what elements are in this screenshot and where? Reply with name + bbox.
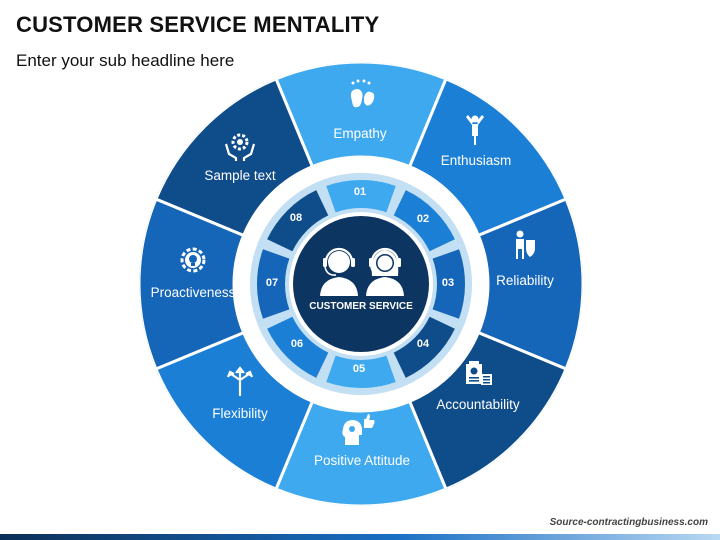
number-tab-04: [393, 316, 455, 378]
bottom-accent-bar: [0, 534, 720, 540]
split-arrows-icon: [226, 366, 254, 396]
report-chart-icon: [466, 361, 492, 385]
segment-number-04: 04: [417, 338, 430, 350]
segment-number-05: 05: [353, 363, 365, 375]
number-tab-01: [326, 180, 396, 213]
segment-number-01: 01: [354, 186, 366, 198]
person-with-shield-icon: [516, 230, 535, 259]
person-raising-arms-icon: [466, 115, 484, 145]
gear-hands-icon: [224, 133, 256, 161]
number-tab-08: [267, 190, 329, 252]
number-ring: [256, 180, 465, 389]
segment-number-03: 03: [442, 277, 454, 289]
segment-label-positive-attitude: Positive Attitude: [314, 453, 410, 468]
empathy-icon: [350, 79, 375, 108]
center-label: CUSTOMER SERVICE: [309, 301, 413, 312]
segment-label-empathy: Empathy: [333, 126, 387, 141]
center-label-bg: [312, 298, 410, 312]
segment-number-08: 08: [290, 212, 302, 224]
number-tab-06: [267, 316, 329, 378]
number-tab-02: [393, 190, 455, 252]
segment-number-02: 02: [417, 213, 429, 225]
segment-label-accountability: Accountability: [436, 397, 520, 412]
segment-label-flexibility: Flexibility: [212, 406, 268, 421]
gear-bulb-icon: [180, 247, 206, 273]
customer-service-agents-icon: [320, 247, 404, 296]
segment-label-enthusiasm: Enthusiasm: [441, 153, 512, 168]
segment-label-proactiveness: Proactiveness: [151, 285, 236, 300]
segment-number-06: 06: [291, 338, 303, 350]
number-tab-07: [256, 249, 290, 319]
segment-label-reliability: Reliability: [496, 273, 554, 288]
page-subtitle: Enter your sub headline here: [16, 51, 235, 70]
number-tab-05: [326, 355, 396, 389]
number-tab-03: [432, 249, 465, 319]
source-footer: Source-contractingbusiness.com: [549, 517, 708, 528]
segment-number-07: 07: [266, 277, 278, 289]
segment-label-sample-text: Sample text: [204, 168, 276, 183]
head-thumbs-up-icon: [342, 414, 375, 445]
center-circle: [293, 216, 429, 352]
page-title: CUSTOMER SERVICE MENTALITY: [16, 12, 380, 37]
